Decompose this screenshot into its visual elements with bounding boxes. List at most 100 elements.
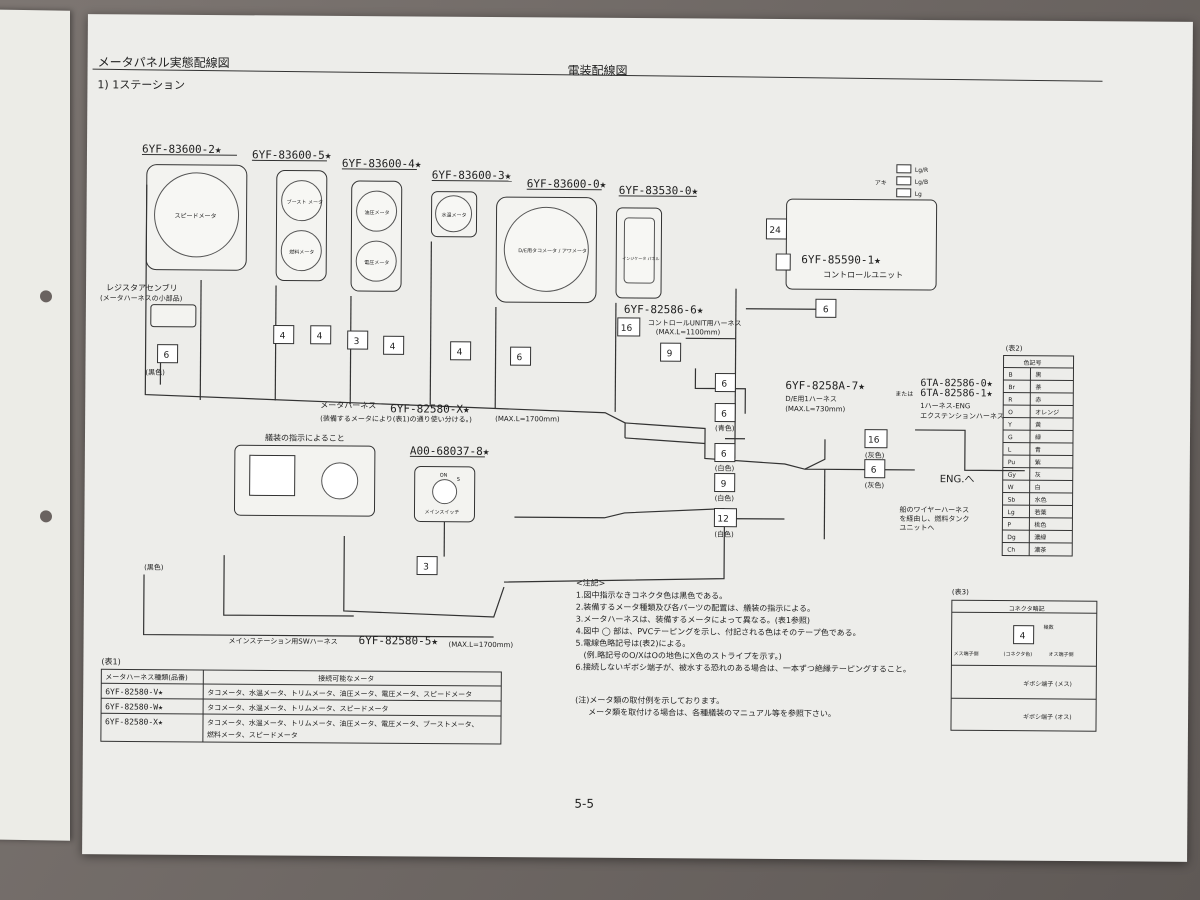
aux-connectors: Lg/R Lg/B Lg アキ [875, 164, 928, 198]
svg-text:(例.略記号のO/XはOの地色にX色のストライプを示す。): (例.略記号のO/XはOの地色にX色のストライプを示す。) [583, 650, 781, 661]
color-code: L [1008, 447, 1012, 454]
svg-text:ユニットへ: ユニットへ [899, 524, 934, 532]
center-title: 電装配線図 [568, 63, 628, 78]
meter-harness-part: 6YF-82580-X★ [390, 402, 470, 416]
color-code: W [1008, 484, 1014, 491]
svg-text:4: 4 [280, 331, 286, 341]
svg-text:9: 9 [721, 480, 727, 490]
cu-harness-part: 6YF-82586-6★ [624, 303, 704, 317]
svg-text:Lg: Lg [915, 191, 922, 198]
svg-text:アキ: アキ [875, 180, 887, 187]
svg-text:インジケータ パネル: インジケータ パネル [622, 255, 659, 261]
main-switch: A00-68037-8★ メインスイッチ ON S [410, 444, 490, 523]
svg-text:6: 6 [721, 380, 727, 390]
svg-text:1ハーネス-ENG: 1ハーネス-ENG [920, 402, 970, 410]
meter-harness-label: メータハーネス [320, 401, 376, 410]
svg-text:コントロールユニット: コントロールユニット [823, 270, 903, 280]
speed-meter: 6YF-83600-2★ スピードメータ [142, 143, 248, 271]
meter-harness-note: (装備するメータにより(表1)の通り使い分ける。) [320, 414, 472, 424]
svg-text:タコメータ、水温メータ、トリムメータ、油圧メータ、電圧メータ: タコメータ、水温メータ、トリムメータ、油圧メータ、電圧メータ、ブーストメータ、 [207, 718, 478, 729]
water-temp-meter: 6YF-83600-3★ 水温メータ [430, 169, 512, 238]
subsection-title: 1) 1ステーション [97, 78, 185, 92]
svg-text:(灰色): (灰色) [865, 481, 885, 490]
svg-text:スピードメータ: スピードメータ [175, 212, 217, 220]
color-code: G [1008, 434, 1013, 441]
svg-text:(メータハーネスの小部品): (メータハーネスの小部品) [100, 293, 183, 303]
color-code: Dg [1007, 534, 1016, 541]
ship-switch-panel: 艤装の指示によること [233, 432, 376, 517]
svg-text:オス端子側: オス端子側 [1048, 651, 1073, 658]
main-harness-part: 6YF-82580-5★ [359, 634, 439, 648]
svg-text:(白色): (白色) [714, 530, 734, 539]
svg-text:ON: ON [440, 473, 448, 479]
svg-text:(MAX.L=730mm): (MAX.L=730mm) [785, 405, 845, 413]
color-name: 紫 [1035, 458, 1041, 466]
svg-text:油圧メータ: 油圧メータ [365, 209, 390, 216]
svg-text:6: 6 [517, 353, 523, 363]
color-name: 濃緑 [1034, 533, 1046, 541]
svg-text:接続可能なメータ: 接続可能なメータ [318, 674, 374, 683]
svg-text:6YF-82580-W★: 6YF-82580-W★ [105, 702, 163, 711]
svg-text:4: 4 [457, 348, 463, 358]
svg-text:6: 6 [871, 466, 877, 476]
color-name: 灰 [1035, 471, 1041, 479]
color-name: 緑 [1035, 433, 1041, 441]
svg-text:電圧メータ: 電圧メータ [364, 259, 389, 266]
svg-text:メータハーネス種類(品番): メータハーネス種類(品番) [105, 672, 188, 682]
svg-text:6: 6 [164, 351, 170, 361]
de-harness-part: 6YF-8258A-7★ [785, 379, 865, 393]
oil-volt-meter: 6YF-83600-4★ 油圧メータ 電圧メータ [342, 157, 422, 292]
svg-text:16: 16 [868, 436, 880, 446]
svg-text:タコメータ、水温メータ、トリムメータ、油圧メータ、電圧メータ: タコメータ、水温メータ、トリムメータ、油圧メータ、電圧メータ、スピードメータ [207, 688, 472, 699]
notes: <注記> 1.図中指示なきコネクタ色は黒色である。 2.装備するメータ種類及び各… [575, 578, 911, 719]
svg-text:3: 3 [354, 337, 360, 347]
svg-text:3.メータハーネスは、装備するメータによって異なる。(表1参: 3.メータハーネスは、装備するメータによって異なる。(表1参照) [576, 614, 810, 626]
color-code: Br [1008, 384, 1015, 391]
speed-meter-part: 6YF-83600-2★ [142, 143, 222, 157]
svg-text:コントロールUNIT用ハーネス: コントロールUNIT用ハーネス [648, 319, 742, 328]
color-name: オレンジ [1035, 409, 1059, 416]
svg-text:6YF-85590-1★: 6YF-85590-1★ [801, 253, 881, 267]
svg-text:メータ類を取付ける場合は、各種艤装のマニュアル等を参照下さい: メータ類を取付ける場合は、各種艤装のマニュアル等を参照下さい。 [588, 707, 836, 719]
svg-text:6YF-82580-V★: 6YF-82580-V★ [105, 687, 163, 696]
svg-text:(白色): (白色) [715, 464, 735, 473]
svg-text:12: 12 [717, 515, 729, 525]
harness-lines [143, 184, 1025, 638]
page-number: 5-5 [574, 797, 594, 811]
section-title: メータパネル実態配線図 [98, 54, 230, 70]
svg-text:16: 16 [621, 324, 633, 334]
svg-text:ギボシ端子 (メス): ギボシ端子 (メス) [1023, 680, 1072, 688]
svg-text:(白色): (白色) [715, 494, 735, 503]
svg-text:2.装備するメータ種類及び各パーツの配置は、艤装の指示による: 2.装備するメータ種類及び各パーツの配置は、艤装の指示による。 [576, 602, 815, 614]
svg-text:船のワイヤーハーネス: 船のワイヤーハーネス [899, 505, 969, 514]
svg-text:タコメータ、水温メータ、トリムメータ、スピードメータ: タコメータ、水温メータ、トリムメータ、スピードメータ [207, 703, 388, 713]
color-name: 茶 [1035, 383, 1041, 391]
svg-text:3: 3 [423, 563, 429, 573]
svg-text:6: 6 [823, 305, 829, 315]
svg-text:4: 4 [1020, 632, 1026, 642]
color-name: 桃色 [1034, 521, 1046, 529]
svg-text:6: 6 [721, 450, 727, 460]
color-name: 水色 [1035, 496, 1047, 504]
svg-text:(注)メータ類の取付例を示しております。: (注)メータ類の取付例を示しております。 [575, 695, 724, 706]
resistor-assembly: レジスタアセンブリ (メータハーネスの小部品) 6 [100, 282, 197, 364]
svg-text:水温メータ: 水温メータ [442, 212, 467, 219]
color-code: Ch [1007, 547, 1015, 554]
color-code: O [1008, 409, 1013, 416]
svg-text:を経由し、燃料タンク: を経由し、燃料タンク [899, 514, 969, 523]
svg-text:6YF-83600-5★: 6YF-83600-5★ [252, 148, 332, 162]
svg-text:<注記>: <注記> [576, 578, 605, 588]
svg-text:D/E用タコメータ / アワメータ: D/E用タコメータ / アワメータ [518, 247, 587, 254]
svg-text:艤装の指示によること: 艤装の指示によること [265, 432, 345, 443]
svg-text:(MAX.L=1100mm): (MAX.L=1100mm) [656, 328, 721, 336]
svg-text:燃料メータ: 燃料メータ [289, 249, 314, 256]
svg-text:ギボシ端子 (オス): ギボシ端子 (オス) [1023, 713, 1072, 721]
svg-text:1.図中指示なきコネクタ色は黒色である。: 1.図中指示なきコネクタ色は黒色である。 [576, 590, 727, 601]
boost-fuel-meter: 6YF-83600-5★ ブースト メータ 燃料メータ [252, 148, 332, 282]
svg-text:極数: 極数 [1044, 624, 1054, 631]
binder-hole [40, 290, 52, 303]
svg-text:(黒色): (黒色) [144, 563, 164, 572]
table-1: (表1) メータハーネス種類(品番) 接続可能なメータ 6YF-82580-V★… [100, 656, 502, 745]
svg-text:(表3): (表3) [952, 587, 969, 596]
header-rule [92, 68, 1103, 82]
